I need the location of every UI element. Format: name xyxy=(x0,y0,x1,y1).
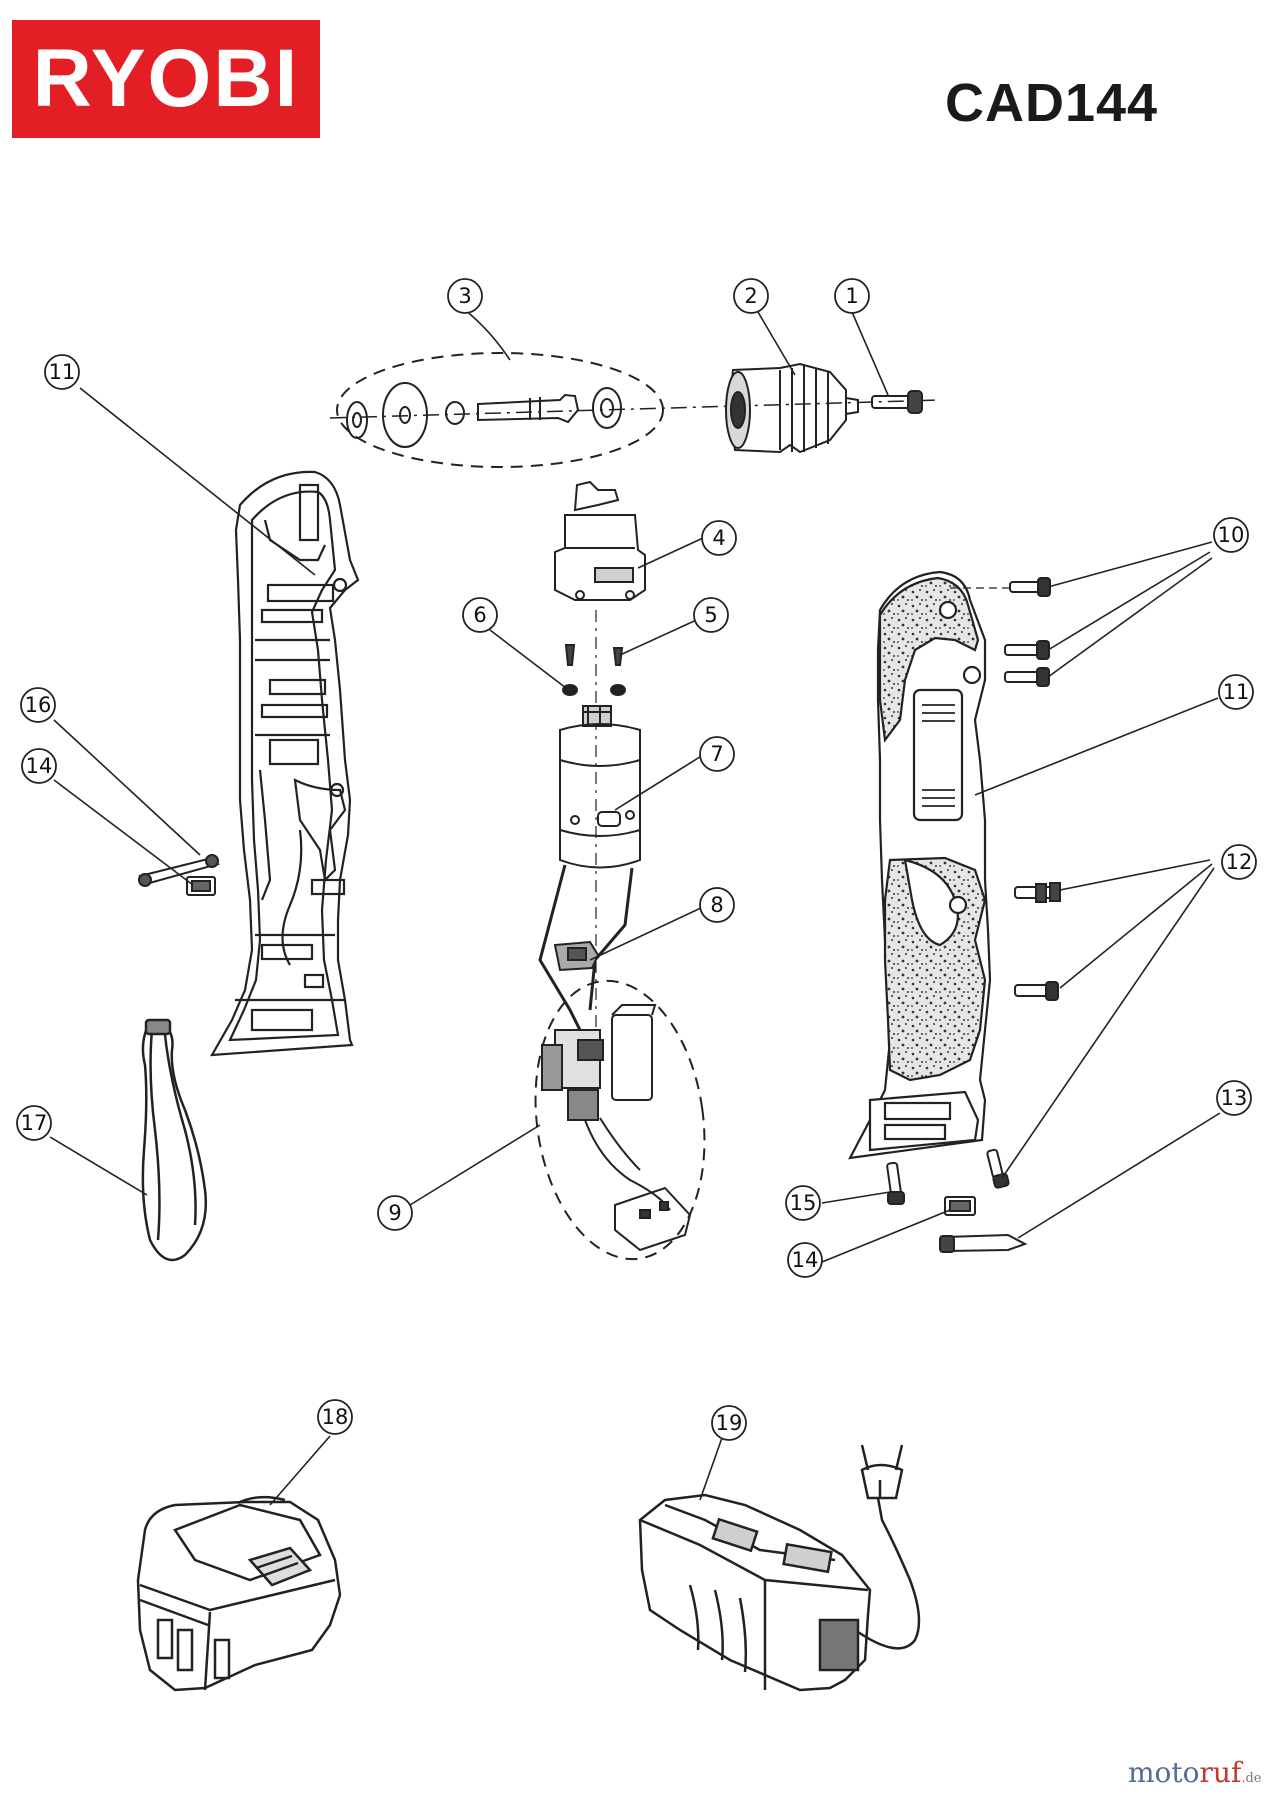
callout-19: 19 xyxy=(711,1405,747,1441)
screws-part-12 xyxy=(986,882,1061,1189)
screw-part-5 xyxy=(610,647,626,696)
callout-9: 9 xyxy=(377,1195,413,1231)
svg-text:8: 8 xyxy=(710,893,723,917)
pin-part-16 xyxy=(138,854,220,887)
svg-text:2: 2 xyxy=(744,284,757,308)
callout-3: 3 xyxy=(447,278,483,314)
leader-lines xyxy=(49,309,1221,1506)
callout-14-right: 14 xyxy=(787,1242,823,1278)
svg-text:1: 1 xyxy=(845,284,858,308)
watermark-part2: ruf xyxy=(1199,1756,1242,1789)
watermark-part1: moto xyxy=(1128,1756,1200,1789)
svg-text:19: 19 xyxy=(716,1411,743,1435)
callout-14-left: 14 xyxy=(21,748,57,784)
svg-text:6: 6 xyxy=(473,603,486,627)
svg-text:14: 14 xyxy=(26,754,53,778)
svg-text:14: 14 xyxy=(792,1248,819,1272)
callout-4: 4 xyxy=(701,520,737,556)
right-housing-part-11 xyxy=(848,570,992,1160)
callout-17: 17 xyxy=(16,1105,52,1141)
ryobi-logo: RYOBI xyxy=(12,20,320,138)
callout-15: 15 xyxy=(785,1185,821,1221)
lanyard-part-17 xyxy=(141,1018,207,1262)
watermark: motoruf.de xyxy=(1128,1756,1261,1789)
callout-12: 12 xyxy=(1221,844,1257,880)
svg-text:18: 18 xyxy=(322,1405,349,1429)
motor-part-7 xyxy=(559,705,641,869)
callout-11-right: 11 xyxy=(1218,674,1254,710)
callout-2: 2 xyxy=(733,278,769,314)
motor-wires xyxy=(538,864,634,1041)
svg-text:3: 3 xyxy=(458,284,471,308)
svg-text:17: 17 xyxy=(21,1111,48,1135)
svg-text:5: 5 xyxy=(704,603,717,627)
model-title: CAD144 xyxy=(945,73,1159,133)
gear-assembly-part-3 xyxy=(329,352,941,468)
bit-part-13 xyxy=(939,1233,1028,1253)
callout-11-left: 11 xyxy=(44,354,80,390)
switch-assembly-part-9 xyxy=(534,979,706,1261)
left-housing-part-11 xyxy=(210,470,360,1057)
svg-text:13: 13 xyxy=(1221,1086,1248,1110)
svg-text:10: 10 xyxy=(1218,523,1245,547)
gearbox-part-4 xyxy=(554,480,646,601)
svg-text:11: 11 xyxy=(49,360,76,384)
switch-clip-part-8 xyxy=(553,940,600,972)
callout-10: 10 xyxy=(1213,517,1249,553)
svg-text:11: 11 xyxy=(1223,680,1250,704)
callout-8: 8 xyxy=(699,887,735,923)
svg-text:4: 4 xyxy=(712,526,725,550)
callout-13: 13 xyxy=(1216,1080,1252,1116)
callout-18: 18 xyxy=(317,1399,353,1435)
svg-text:16: 16 xyxy=(25,693,52,717)
callout-16: 16 xyxy=(20,687,56,723)
callout-6: 6 xyxy=(462,597,498,633)
battery-pack-part-18 xyxy=(136,1495,342,1692)
screw-part-6 xyxy=(562,644,578,696)
callout-5: 5 xyxy=(693,597,729,633)
svg-text:12: 12 xyxy=(1226,850,1253,874)
svg-text:7: 7 xyxy=(710,742,723,766)
svg-text:9: 9 xyxy=(388,1201,401,1225)
svg-text:15: 15 xyxy=(790,1191,817,1215)
screw-part-15 xyxy=(886,1161,905,1205)
clip-part-14-right xyxy=(944,1196,976,1216)
chuck-screw-part-1 xyxy=(871,390,923,414)
clip-part-14-left xyxy=(186,876,216,896)
watermark-part3: .de xyxy=(1241,1771,1262,1786)
callout-7: 7 xyxy=(699,736,735,772)
callout-1: 1 xyxy=(834,278,870,314)
charger-part-19 xyxy=(638,1444,921,1692)
logo-text: RYOBI xyxy=(32,33,300,124)
drill-chuck-part-2 xyxy=(725,362,859,454)
part-callouts: 1 2 3 4 5 6 7 8 9 10 11 11 12 13 14 14 1… xyxy=(16,278,1257,1441)
